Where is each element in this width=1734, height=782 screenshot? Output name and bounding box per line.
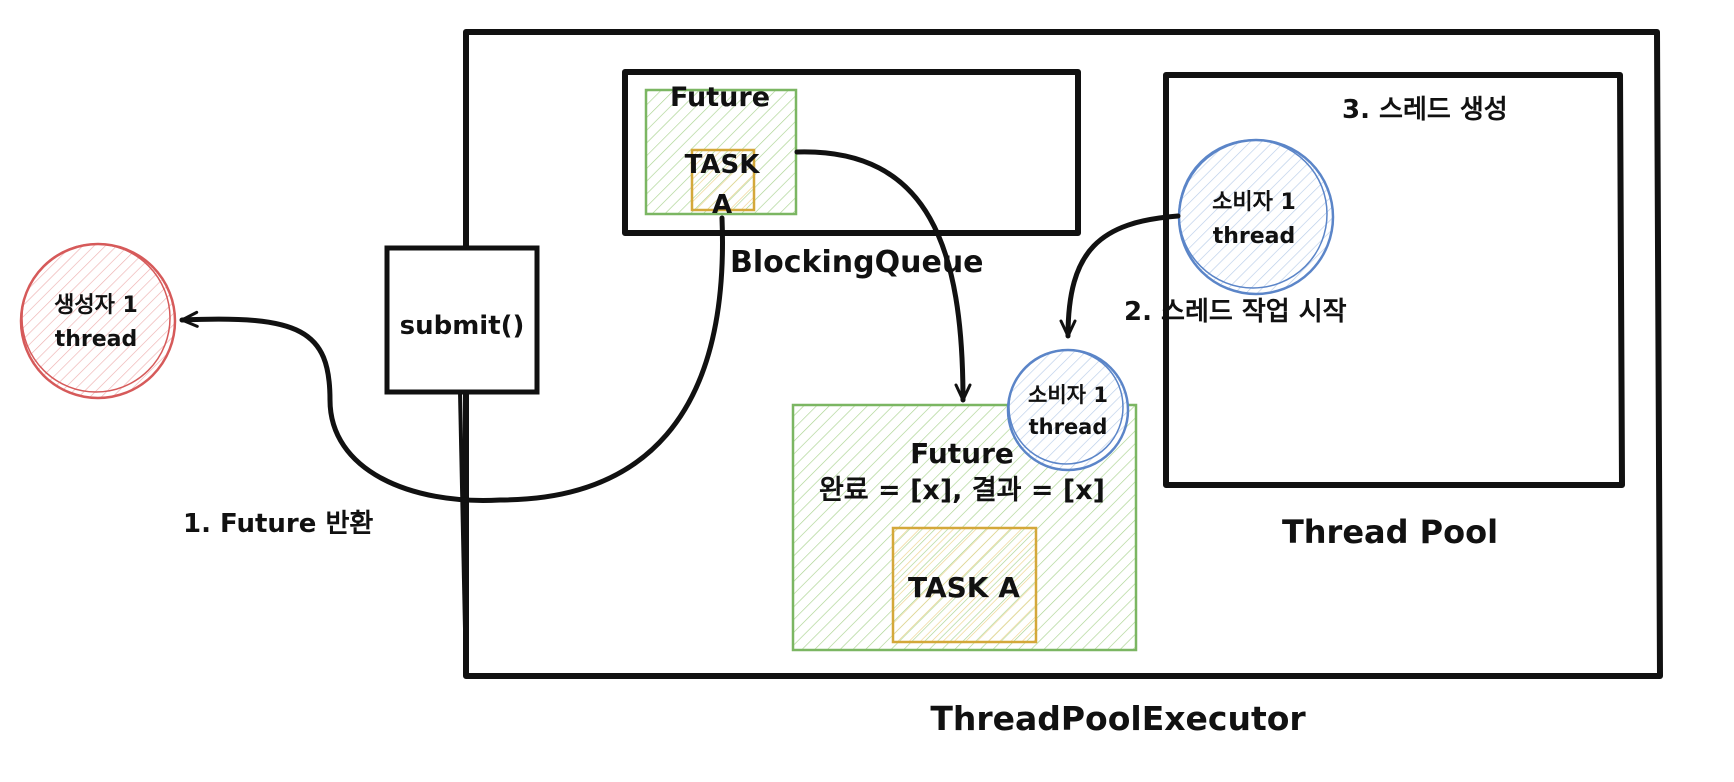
step1-label: 1. Future 반환	[183, 509, 373, 539]
thread-pool-label: Thread Pool	[1282, 513, 1498, 551]
pool-consumer-label-line2: thread	[1213, 224, 1296, 249]
step3-label: 3. 스레드 생성	[1342, 95, 1508, 125]
worker-task-label: TASK A	[908, 571, 1020, 604]
return-future-arrow	[179, 215, 725, 503]
executor-box	[463, 29, 1663, 679]
dequeue-task-arrow	[794, 149, 972, 403]
worker-future-label: Future	[910, 437, 1014, 470]
blocking-queue-box	[622, 69, 1081, 236]
worker-consumer-label-line1: 소비자 1	[1028, 383, 1108, 407]
worker-status-label: 완료 = [x], 결과 = [x]	[819, 475, 1105, 506]
worker-consumer-thread-circle	[1006, 348, 1130, 472]
queued-future-label: Future	[670, 82, 770, 113]
thread-pool-box	[1163, 72, 1625, 488]
start-work-arrow	[1059, 213, 1181, 339]
submit-box	[384, 245, 540, 677]
producer-label-line2: thread	[55, 327, 138, 352]
worker-consumer-label-line2: thread	[1029, 415, 1108, 439]
step2-label: 2. 스레드 작업 시작	[1124, 297, 1347, 327]
blocking-queue-label: BlockingQueue	[730, 245, 984, 280]
producer-label-line1: 생성자 1	[54, 293, 138, 318]
producer-thread-circle	[19, 242, 177, 400]
pool-consumer-label-line1: 소비자 1	[1212, 190, 1296, 215]
submit-label: submit()	[400, 311, 525, 341]
queued-task-label-line1: TASK	[685, 150, 761, 180]
pool-consumer-thread-circle	[1177, 138, 1335, 296]
queued-task-label-line2: A	[712, 190, 732, 220]
executor-label: ThreadPoolExecutor	[930, 699, 1306, 738]
